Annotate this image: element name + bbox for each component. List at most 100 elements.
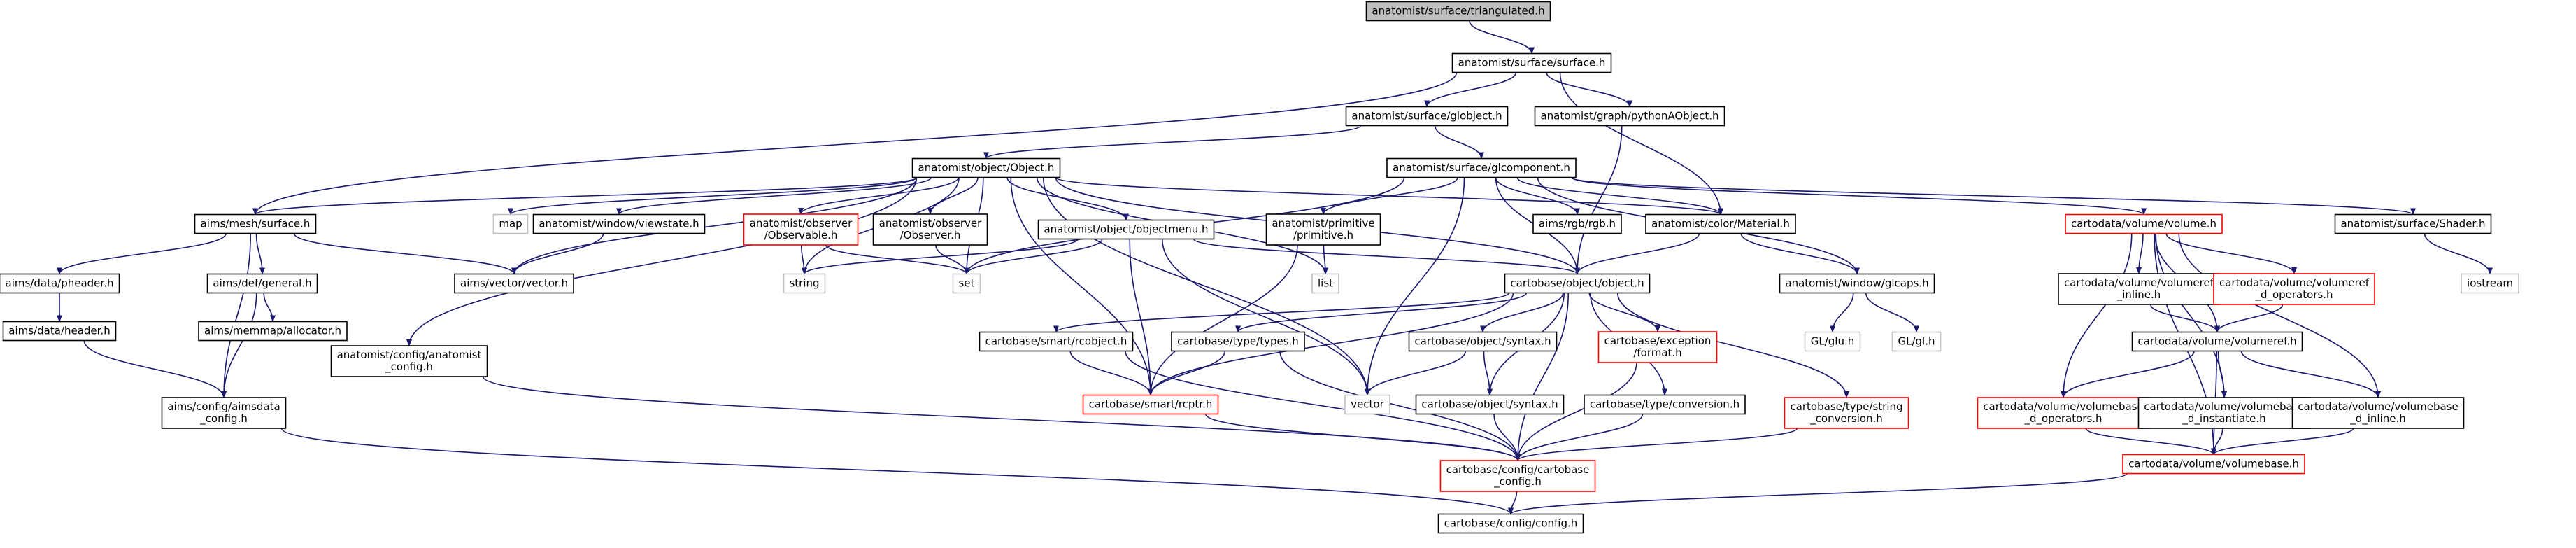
node-label: cartobase/object/syntax.h: [1414, 335, 1551, 348]
node-root[interactable]: anatomist/surface/triangulated.h: [1365, 1, 1551, 22]
node-box: [2131, 331, 2303, 352]
node-label: anatomist/window/glcaps.h: [1785, 277, 1928, 290]
node-syntax_h[interactable]: cartobase/object/syntax.h: [1408, 331, 1558, 352]
node-pheader[interactable]: aims/data/pheader.h: [0, 273, 120, 294]
node-globject[interactable]: anatomist/surface/globject.h: [1345, 106, 1509, 127]
edge-line: [1069, 351, 1153, 396]
node-glu[interactable]: GL/glu.h: [1804, 331, 1861, 352]
node-cb_config[interactable]: cartobase/config/config.h: [1437, 513, 1584, 534]
node-exception_format[interactable]: cartobase/exception/format.h: [1597, 331, 1718, 363]
node-conversion[interactable]: cartobase/type/conversion.h: [1584, 394, 1746, 415]
edge-vb_operators-to-volumebase: [2085, 428, 2216, 456]
node-box: [1311, 273, 1339, 294]
node-label: cartodata/volume/volumebase: [1983, 400, 2143, 413]
node-label: anatomist/object/Object.h: [918, 162, 1055, 174]
edge-syntax_h-to-vector: [1365, 351, 1467, 396]
edge-primitive-to-list: [1322, 244, 1328, 275]
edge-cb_config_cartobase-to-cb_config: [1508, 491, 1518, 515]
node-box: [1779, 273, 1935, 294]
node-Observable[interactable]: anatomist/observer/Observable.h: [743, 213, 859, 246]
node-box: [161, 397, 287, 429]
edge-volumeref-to-vb_operators: [2061, 351, 2195, 398]
node-map[interactable]: map: [492, 213, 529, 234]
node-glcaps[interactable]: anatomist/window/glcaps.h: [1779, 273, 1935, 294]
node-box: [872, 213, 988, 246]
node-box: [743, 213, 859, 246]
node-label: _d_operators.h: [2254, 288, 2333, 302]
edge-Object-to-Observer: [927, 177, 979, 215]
edge-cb_object-to-string_conversion: [1616, 293, 1849, 398]
node-pythonAObject[interactable]: anatomist/graph/pythonAObject.h: [1534, 106, 1725, 127]
node-box: [1437, 513, 1584, 534]
node-list[interactable]: list: [1311, 273, 1339, 294]
node-Observer[interactable]: anatomist/observer/Observer.h: [872, 213, 988, 246]
edge-volumebase-to-cb_config: [1508, 472, 2128, 515]
edge-aims_mesh_surface-to-aims_vector: [293, 233, 517, 275]
edge-cv_volume-to-vb_operators: [2061, 233, 2133, 398]
node-vb_operators[interactable]: cartodata/volume/volumebase_d_operators.…: [1977, 397, 2150, 429]
node-box: [1597, 331, 1718, 363]
edge-volumeref_inline-to-volumeref: [2150, 304, 2220, 333]
edge-cv_volume-to-volumeref_inline: [2136, 233, 2144, 274]
node-objectmenu[interactable]: anatomist/object/objectmenu.h: [1037, 219, 1215, 240]
node-types[interactable]: cartobase/type/types.h: [1171, 331, 1305, 352]
node-label: aims/memmap/allocator.h: [204, 325, 341, 337]
edge-vb_inline-to-volumebase: [2211, 428, 2354, 456]
node-gl[interactable]: GL/gl.h: [1891, 331, 1942, 352]
node-Material[interactable]: anatomist/color/Material.h: [1645, 213, 1796, 234]
node-syntax2[interactable]: cartobase/object/syntax.h: [1415, 394, 1565, 415]
node-aims_vector[interactable]: aims/vector/vector.h: [454, 273, 574, 294]
node-box: [1415, 394, 1565, 415]
node-general[interactable]: aims/def/general.h: [206, 273, 318, 294]
node-box: [1037, 219, 1215, 240]
edge-objectmenu-to-cb_object: [1193, 238, 1580, 275]
node-cb_object[interactable]: cartobase/object/object.h: [1504, 273, 1651, 294]
node-rcptr[interactable]: cartobase/smart/rcptr.h: [1082, 394, 1219, 415]
node-label: GL/gl.h: [1898, 335, 1935, 348]
node-surface_h[interactable]: anatomist/surface/surface.h: [1451, 52, 1612, 73]
node-volumeref_operators[interactable]: cartodata/volume/volumeref_d_operators.h: [2213, 273, 2375, 305]
edge-line: [1125, 351, 1521, 461]
edge-objectmenu-to-string: [802, 238, 1079, 275]
node-Shader[interactable]: anatomist/surface/Shader.h: [2334, 213, 2492, 234]
edge-line: [1571, 176, 2416, 216]
node-volumeref_inline[interactable]: cartodata/volume/volumeref_inline.h: [2058, 273, 2220, 305]
node-cb_config_cartobase[interactable]: cartobase/config/cartobase_config.h: [1439, 460, 1596, 492]
edge-line: [1053, 292, 1510, 333]
node-Object[interactable]: anatomist/object/Object.h: [911, 157, 1061, 178]
node-box: [2122, 454, 2305, 475]
node-box: [2, 321, 117, 342]
edge-line: [1495, 177, 1580, 216]
edge-cv_volume-to-volumeref_operators: [2165, 233, 2297, 274]
node-cv_volume[interactable]: cartodata/volume/volume.h: [2065, 213, 2223, 234]
node-set[interactable]: set: [952, 273, 981, 294]
node-rgb[interactable]: aims/rgb/rgb.h: [1532, 213, 1622, 234]
node-iostream[interactable]: iostream: [2461, 273, 2519, 294]
node-string_conversion[interactable]: cartobase/type/string_conversion.h: [1784, 397, 1909, 429]
node-aims_header[interactable]: aims/data/header.h: [2, 321, 117, 342]
node-vb_inline[interactable]: cartodata/volume/volumebase_d_inline.h: [2291, 397, 2465, 429]
edge-line: [2061, 351, 2195, 398]
node-aims_mesh_surface[interactable]: aims/mesh/surface.h: [194, 213, 317, 234]
node-label: anatomist/observer: [879, 217, 982, 230]
node-aimsdata_config[interactable]: aims/config/aimsdata_config.h: [161, 397, 287, 429]
node-vb_instantiate[interactable]: cartodata/volume/volumebase_d_instantiat…: [2137, 397, 2311, 429]
node-box: [1784, 397, 1909, 429]
node-label: _d_inline.h: [2349, 412, 2406, 426]
edge-surface_h-to-pythonAObject: [1546, 72, 1632, 108]
node-vector[interactable]: vector: [1344, 394, 1390, 415]
edge-line: [1365, 177, 1465, 396]
node-volumebase[interactable]: cartodata/volume/volumebase.h: [2122, 454, 2305, 475]
node-rcobject[interactable]: cartobase/smart/rcobject.h: [979, 331, 1134, 352]
node-viewstate[interactable]: anatomist/window/viewstate.h: [532, 213, 706, 234]
node-box: [1584, 394, 1746, 415]
node-anat_config[interactable]: anatomist/config/anatomist_config.h: [330, 345, 488, 377]
node-volumeref[interactable]: cartodata/volume/volumeref.h: [2131, 331, 2303, 352]
node-label: aims/vector/vector.h: [460, 277, 568, 290]
node-string[interactable]: string: [783, 273, 826, 294]
node-glcomponent[interactable]: anatomist/surface/glcomponent.h: [1386, 157, 1577, 178]
edge-line: [1508, 472, 2128, 515]
node-box: [194, 213, 317, 234]
node-allocator[interactable]: aims/memmap/allocator.h: [198, 321, 348, 342]
node-primitive[interactable]: anatomist/primitive/primitive.h: [1265, 213, 1381, 246]
